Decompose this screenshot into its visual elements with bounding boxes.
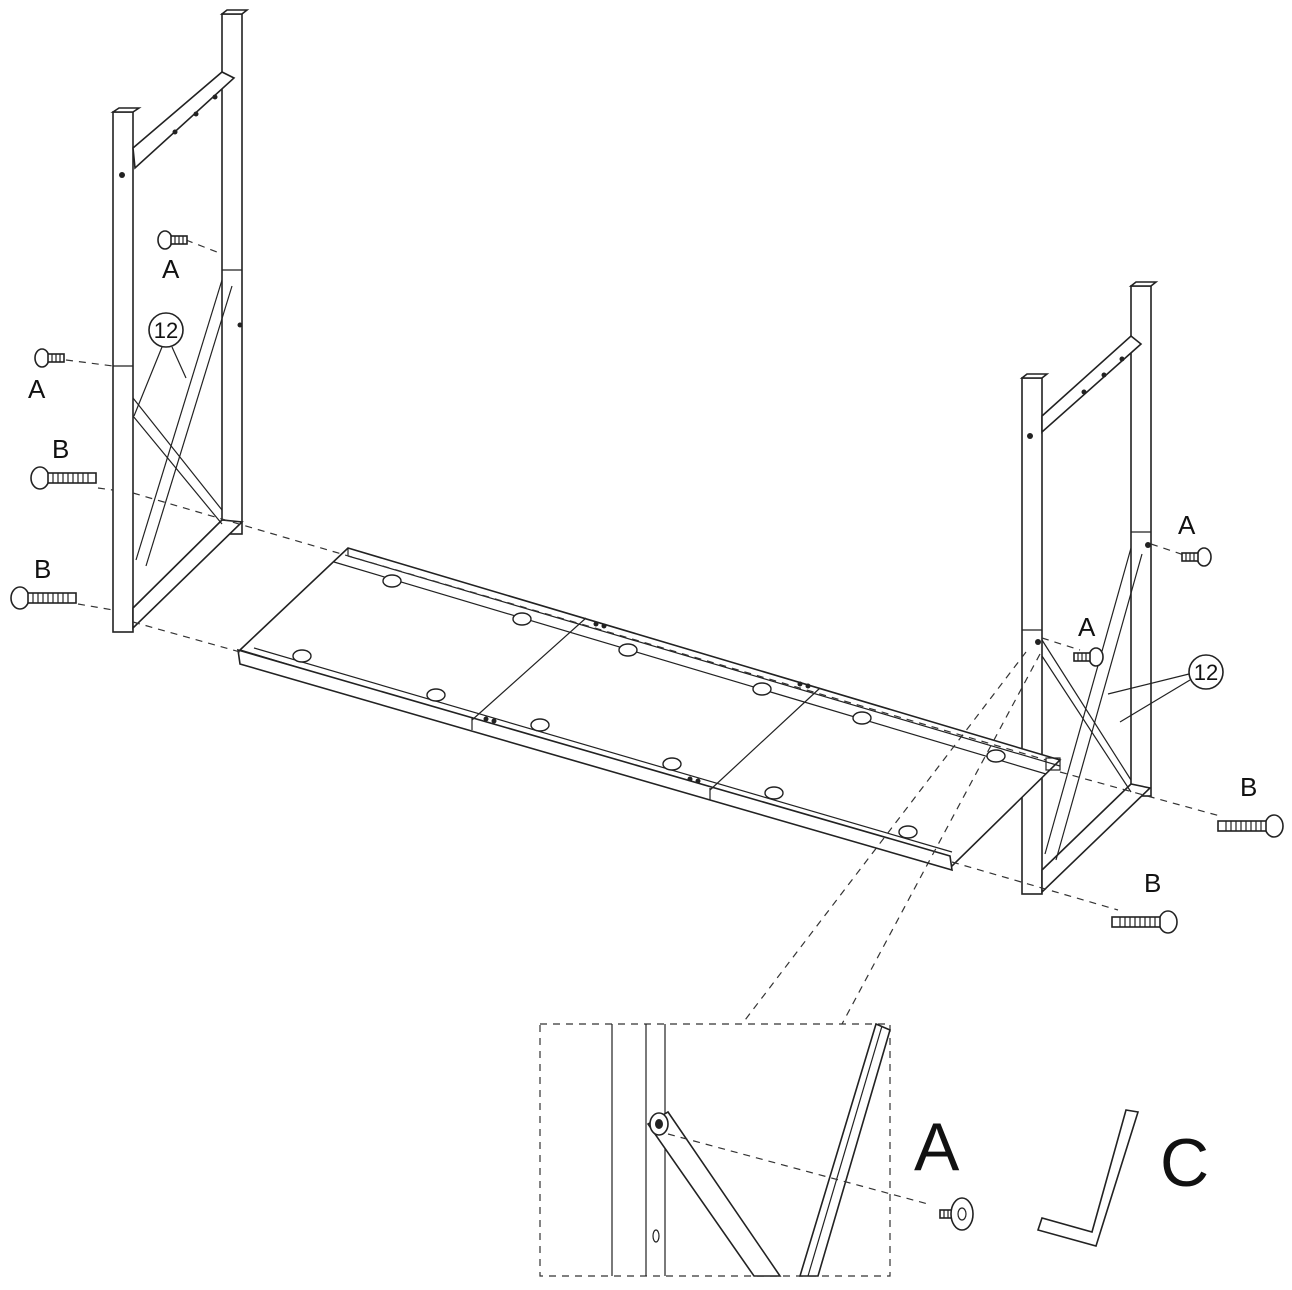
screw-a-large-label: A — [914, 1109, 960, 1185]
bottom-shelf — [237, 547, 1062, 872]
screw-b-label: B — [1240, 772, 1257, 802]
part-12-label-left: 12 — [154, 318, 178, 343]
screw-b-left-lower: B — [10, 554, 77, 610]
left-side-frame — [110, 9, 250, 633]
part-12-callout-right: 12 — [1107, 654, 1224, 723]
screw-a-right-upper: A — [1178, 510, 1212, 567]
screw-a-label: A — [1178, 510, 1196, 540]
screw-b-right-upper: B — [1217, 772, 1284, 838]
guide-lines — [65, 239, 1221, 1025]
screw-b-right-lower: B — [1111, 868, 1178, 934]
part-12-callout-left: 12 — [133, 312, 187, 417]
screw-a-left-lower: A — [28, 348, 65, 404]
screw-b-left-upper: B — [30, 434, 97, 490]
part-12-label-right: 12 — [1194, 660, 1218, 685]
tool-c-label: C — [1160, 1125, 1209, 1201]
screw-b-label: B — [1144, 868, 1161, 898]
screw-a-detail — [939, 1197, 974, 1231]
detail-inset: A — [539, 1022, 974, 1277]
screw-a-label: A — [1078, 612, 1096, 642]
screw-a-label: A — [28, 374, 46, 404]
screw-a-right-lower: A — [1073, 612, 1104, 667]
screw-a-left-upper: A — [157, 230, 188, 284]
screw-b-label: B — [52, 434, 69, 464]
right-side-frame — [1019, 281, 1159, 895]
allen-key-icon: C — [1036, 1109, 1209, 1247]
screw-b-label: B — [34, 554, 51, 584]
screw-a-label: A — [162, 254, 180, 284]
